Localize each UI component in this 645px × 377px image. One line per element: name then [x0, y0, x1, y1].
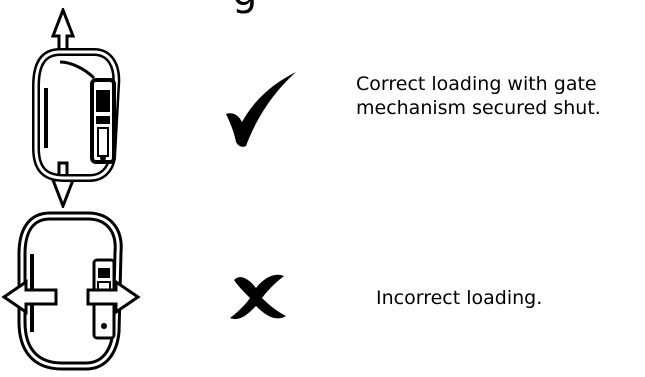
carabiner-correct-illustration: [32, 8, 121, 208]
locking-sleeve-icon: [90, 78, 116, 164]
cross-mark-icon: [230, 274, 286, 320]
correct-loading-caption: Correct loading with gate mechanism secu…: [356, 73, 601, 119]
load-arrow-right-icon: [86, 279, 141, 315]
cropped-heading-fragment: g: [232, 0, 257, 12]
load-arrow-down-icon: [50, 161, 76, 208]
load-arrow-up-icon: [50, 8, 76, 55]
check-mark-icon: [226, 72, 296, 147]
load-arrow-left-icon: [1, 279, 58, 315]
incorrect-loading-caption: Incorrect loading.: [376, 287, 543, 309]
carabiner-incorrect-illustration: [1, 211, 141, 371]
